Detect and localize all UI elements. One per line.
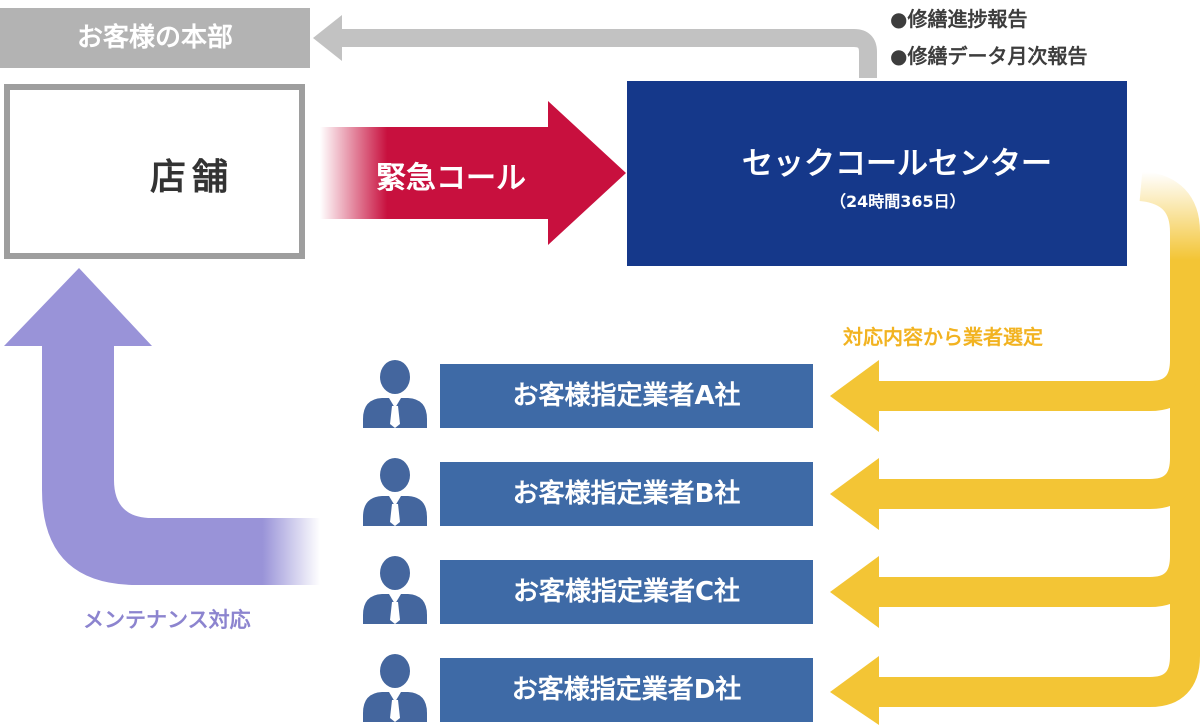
- report-item-progress: ●修繕進捗報告: [890, 7, 1028, 31]
- vendor-box-a: [440, 364, 813, 428]
- person-icon: [363, 458, 427, 526]
- call-center-title: セックコールセンター: [742, 146, 1052, 182]
- headquarters-label: お客様の本部: [76, 23, 233, 53]
- vendor-label-d: お客様指定業者D社: [511, 675, 742, 705]
- report-arrow: [313, 15, 877, 78]
- person-icon: [363, 556, 427, 624]
- vendor-box-c: [440, 560, 813, 624]
- vendor-label-c: お客様指定業者C社: [512, 577, 741, 607]
- vendor-selection-arrows: [830, 171, 1200, 725]
- report-item-monthly: ●修繕データ月次報告: [890, 44, 1088, 68]
- call-center-box: [627, 81, 1127, 266]
- store-box: [4, 84, 305, 259]
- emergency-call-label: 緊急コール: [376, 161, 526, 196]
- vendor-box-d: [440, 658, 813, 722]
- emergency-call-arrow: [320, 101, 626, 245]
- maintenance-label: メンテナンス対応: [83, 608, 251, 632]
- vendor-label-a: お客様指定業者A社: [512, 381, 741, 411]
- store-label: 店舗: [150, 157, 235, 198]
- person-icon: [363, 360, 427, 428]
- vendor-label-b: お客様指定業者B社: [512, 479, 741, 509]
- vendor-box-b: [440, 462, 813, 526]
- maintenance-arrow: [4, 268, 320, 585]
- headquarters-box: [0, 8, 310, 68]
- person-icon: [363, 654, 427, 722]
- call-center-subtitle: （24時間365日）: [830, 192, 966, 211]
- vendor-selection-label: 対応内容から業者選定: [843, 325, 1043, 349]
